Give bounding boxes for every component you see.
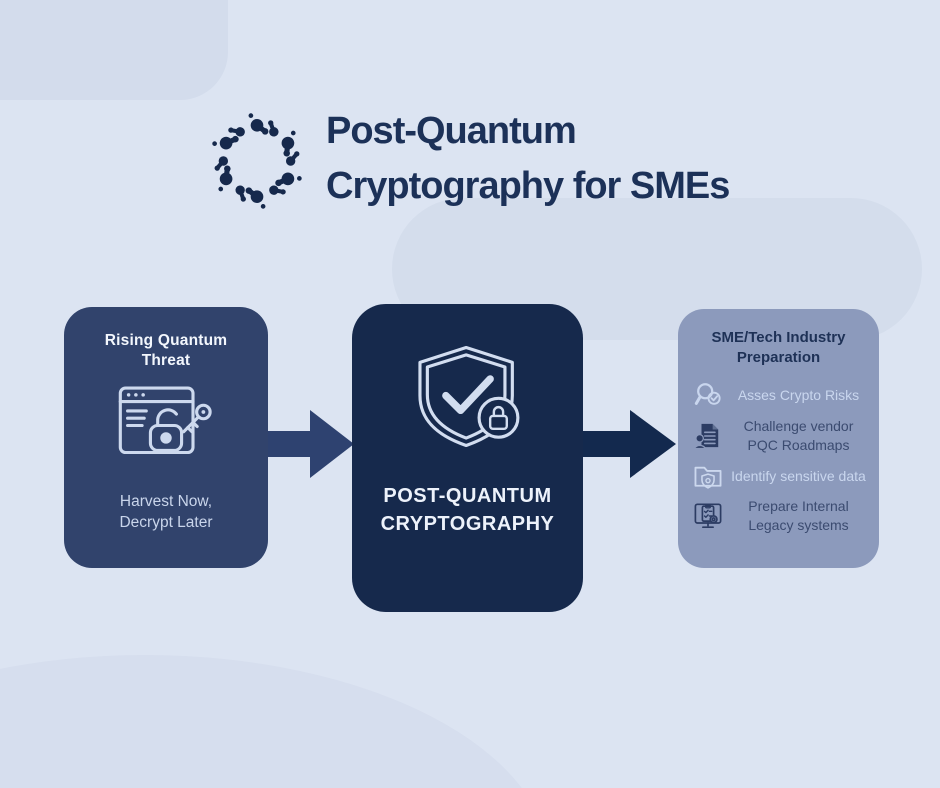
left-card-title: Rising Quantum Threat (104, 332, 228, 369)
list-item-identify-sensitive-data: Identify sensitive data (688, 463, 869, 489)
folder-shield-icon (688, 463, 728, 489)
list-item-label: Prepare Internal Legacy systems (748, 498, 849, 533)
card-sme-preparation: SME/Tech Industry Preparation Asses Cryp… (678, 309, 879, 568)
list-item-label: Asses Crypto Risks (737, 386, 860, 403)
card-rising-quantum-threat: Rising Quantum Threat Harves (64, 307, 268, 568)
list-item-label: Challenge vendor PQC Roadmaps (743, 418, 854, 453)
page-title: Post-Quantum Cryptography for SMEs (326, 110, 730, 207)
document-person-icon (688, 423, 728, 449)
center-card-title: POST-QUANTUM CRYPTOGRAPHY (380, 485, 555, 535)
background-blob-bottom-left (0, 655, 550, 788)
monitor-checklist-gear-icon (688, 502, 728, 530)
background-blob-top-left (0, 0, 228, 100)
magnifier-check-icon (688, 381, 728, 409)
card-post-quantum-cryptography: POST-QUANTUM CRYPTOGRAPHY (352, 304, 583, 612)
list-item-label: Identify sensitive data (731, 467, 866, 484)
shield-check-lock-icon (352, 342, 583, 456)
arrow-left-to-center (258, 410, 354, 478)
list-item-assess-crypto-risks: Asses Crypto Risks (688, 381, 869, 409)
preparation-list: Asses Crypto Risks (688, 381, 869, 535)
right-card-title: SME/Tech Industry Preparation (711, 329, 846, 366)
list-item-prepare-legacy-systems: Prepare Internal Legacy systems (688, 497, 869, 535)
left-card-caption: Harvest Now, Decrypt Later (119, 493, 213, 531)
browser-padlock-key-icon (64, 385, 268, 471)
list-item-challenge-vendor: Challenge vendor PQC Roadmaps (688, 417, 869, 455)
dotted-ring-logo-icon (206, 110, 308, 212)
arrow-center-to-right (576, 410, 676, 478)
